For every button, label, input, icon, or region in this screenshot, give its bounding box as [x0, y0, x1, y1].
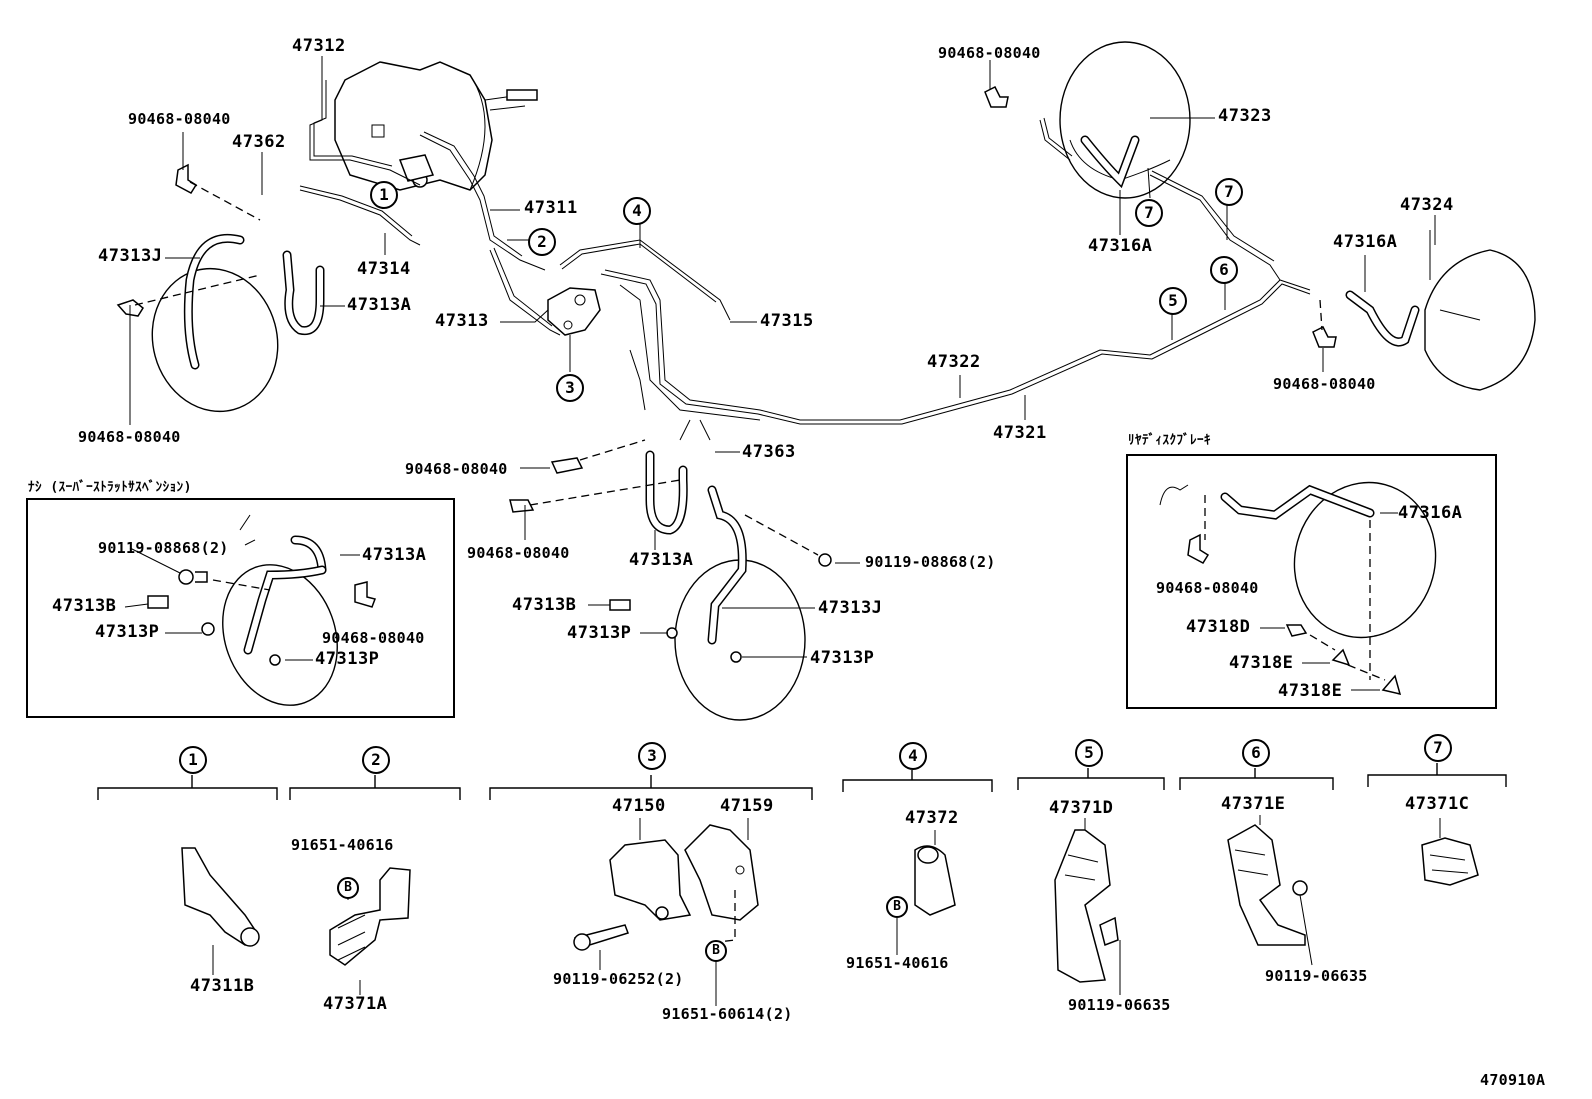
inset-right-47318D[interactable]: 47318D [1186, 617, 1251, 637]
group-1-47311B[interactable]: 47311B [190, 976, 255, 996]
group-6-47371E[interactable]: 47371E [1221, 794, 1286, 814]
front-brake-lines [299, 80, 1311, 441]
label-47313[interactable]: 47313 [435, 311, 489, 331]
group-2-number: 2 [362, 746, 390, 774]
label-90468-08040-a[interactable]: 90468-08040 [128, 110, 231, 128]
inset-left-90468-08040[interactable]: 90468-08040 [322, 629, 425, 647]
label-47316A-right[interactable]: 47316A [1333, 232, 1398, 252]
label-47314[interactable]: 47314 [357, 259, 411, 279]
group-6-90119-06635[interactable]: 90119-06635 [1265, 967, 1368, 985]
group-5-number: 5 [1075, 739, 1103, 767]
group-3-90119-06252[interactable]: 90119-06252(2) [553, 970, 684, 988]
label-47313P-center-1[interactable]: 47313P [567, 623, 632, 643]
group-4-91651-40616[interactable]: 91651-40616 [846, 954, 949, 972]
group-4-b-mark: B [886, 896, 908, 918]
rear-right-brake [1312, 230, 1536, 391]
label-90468-08040-d[interactable]: 90468-08040 [467, 544, 570, 562]
label-47324[interactable]: 47324 [1400, 195, 1454, 215]
callout-6[interactable]: 6 [1210, 256, 1238, 284]
callout-2[interactable]: 2 [528, 228, 556, 256]
label-47316A-top[interactable]: 47316A [1088, 236, 1153, 256]
inset-left-box [26, 498, 455, 718]
callout-7-b[interactable]: 7 [1215, 178, 1243, 206]
diagram-ref-code: 470910A [1480, 1071, 1546, 1089]
inset-right-90468-08040[interactable]: 90468-08040 [1156, 579, 1259, 597]
label-47312[interactable]: 47312 [292, 36, 346, 56]
inset-right-box [1126, 454, 1497, 709]
label-90468-08040-right[interactable]: 90468-08040 [1273, 375, 1376, 393]
inset-left-47313P-1[interactable]: 47313P [95, 622, 160, 642]
group-4-47372[interactable]: 47372 [905, 808, 959, 828]
proportioning-valve [547, 287, 601, 336]
group-4-number: 4 [899, 742, 927, 770]
inset-left-drawing [124, 514, 376, 706]
callout-4[interactable]: 4 [623, 197, 651, 225]
rear-drum-top [984, 41, 1281, 281]
callout-7-a[interactable]: 7 [1135, 199, 1163, 227]
callout-1[interactable]: 1 [370, 181, 398, 209]
inset-left-90119-08868[interactable]: 90119-08868(2) [98, 539, 229, 557]
label-47323[interactable]: 47323 [1218, 106, 1272, 126]
label-47313B-center[interactable]: 47313B [512, 595, 577, 615]
leader-lines [129, 56, 1436, 658]
group-parts [181, 815, 1479, 1006]
inset-right-title: ﾘﾔﾃﾞｨｽｸﾌﾞﾚｰｷ [1128, 433, 1211, 448]
label-47313A[interactable]: 47313A [347, 295, 412, 315]
label-47363[interactable]: 47363 [742, 442, 796, 462]
label-47313J[interactable]: 47313J [98, 246, 163, 266]
group-3-b-mark: B [705, 940, 727, 962]
group-brackets [97, 763, 1507, 800]
group-5-90119-06635[interactable]: 90119-06635 [1068, 996, 1171, 1014]
group-2-91651-40616[interactable]: 91651-40616 [291, 836, 394, 854]
label-47321[interactable]: 47321 [993, 423, 1047, 443]
group-2-b-mark: B [337, 877, 359, 899]
inset-left-47313A[interactable]: 47313A [362, 545, 427, 565]
label-90119-08868-center[interactable]: 90119-08868(2) [865, 553, 996, 571]
group-3-47159[interactable]: 47159 [720, 796, 774, 816]
front-left-brake [116, 163, 325, 413]
label-47313A-center[interactable]: 47313A [629, 550, 694, 570]
inset-right-47318E-1[interactable]: 47318E [1229, 653, 1294, 673]
inset-left-47313P-2[interactable]: 47313P [315, 649, 380, 669]
group-7-number: 7 [1424, 734, 1452, 762]
callout-3[interactable]: 3 [556, 374, 584, 402]
group-3-47150[interactable]: 47150 [612, 796, 666, 816]
inset-right-47316A[interactable]: 47316A [1398, 503, 1463, 523]
label-47362[interactable]: 47362 [232, 132, 286, 152]
callout-5[interactable]: 5 [1159, 287, 1187, 315]
label-90468-08040-top[interactable]: 90468-08040 [938, 44, 1041, 62]
brake-booster [334, 61, 538, 191]
group-1-number: 1 [179, 746, 207, 774]
label-47313J-center[interactable]: 47313J [818, 598, 883, 618]
group-2-47371A[interactable]: 47371A [323, 994, 388, 1014]
group-5-47371D[interactable]: 47371D [1049, 798, 1114, 818]
label-47322[interactable]: 47322 [927, 352, 981, 372]
group-6-number: 6 [1242, 739, 1270, 767]
label-90468-08040-c[interactable]: 90468-08040 [405, 460, 508, 478]
inset-left-title: ﾅｼ (ｽｰﾊﾞｰｽﾄﾗｯﾄｻｽﾍﾞﾝｼｮﾝ) [28, 480, 192, 495]
group-3-number: 3 [638, 742, 666, 770]
inset-right-47318E-2[interactable]: 47318E [1278, 681, 1343, 701]
front-right-brake [509, 439, 832, 721]
group-7-47371C[interactable]: 47371C [1405, 794, 1470, 814]
inset-left-47313B[interactable]: 47313B [52, 596, 117, 616]
label-47313P-center-2[interactable]: 47313P [810, 648, 875, 668]
label-90468-08040-b[interactable]: 90468-08040 [78, 428, 181, 446]
label-47311[interactable]: 47311 [524, 198, 578, 218]
inset-right-drawing [1159, 481, 1437, 696]
label-47315[interactable]: 47315 [760, 311, 814, 331]
group-3-91651-60614[interactable]: 91651-60614(2) [662, 1005, 793, 1023]
